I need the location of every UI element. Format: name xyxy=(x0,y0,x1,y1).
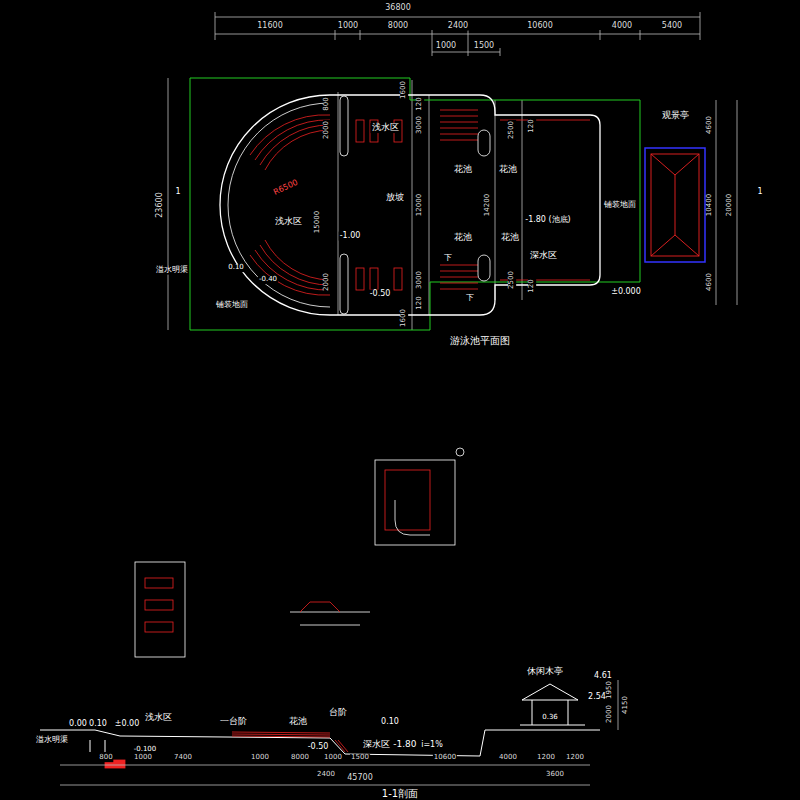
dimension-text: 1600 xyxy=(400,80,408,100)
dimension-text: 36800 xyxy=(384,4,411,13)
dimension-text: 1500 xyxy=(350,754,370,762)
dimension-text: 3000 xyxy=(416,270,424,290)
dimension-text: -0.50 xyxy=(307,743,330,752)
dimension-text: 5400 xyxy=(661,22,683,31)
dimension-text: 14200 xyxy=(484,193,492,217)
dimension-text: 4000 xyxy=(498,754,518,762)
dimension-text: 12000 xyxy=(416,193,424,217)
plan-label: 休闲木亭 xyxy=(526,667,564,677)
plan-label: 游泳池平面图 xyxy=(449,335,511,346)
plan-label: 观景亭 xyxy=(661,111,690,121)
dimension-text: 1000 xyxy=(435,42,457,51)
plan-label: 深水区 xyxy=(529,251,558,261)
dimension-text: 11600 xyxy=(256,22,283,31)
plan-label: 浅水区 xyxy=(144,713,173,723)
dimension-text: 1600 xyxy=(400,308,408,328)
dimension-text: -0.100 xyxy=(133,746,158,754)
dimension-text: 2000 xyxy=(323,272,331,292)
dimension-text: 23600 xyxy=(156,191,165,218)
dimension-text: 0.10 xyxy=(88,720,108,729)
dimension-text: 2400 xyxy=(447,22,469,31)
dimension-text: 4600 xyxy=(706,115,714,135)
dimension-text: 4.61 xyxy=(593,672,613,681)
dimension-text: 1 xyxy=(756,188,763,197)
plan-label: 1-1剖面 xyxy=(381,788,419,799)
plan-label: 花池 xyxy=(498,165,518,175)
dimension-text: 3000 xyxy=(416,115,424,135)
dimension-text: 1000 xyxy=(323,754,343,762)
dimension-text: 2500 xyxy=(508,270,516,290)
dimension-text: 1200 xyxy=(536,754,556,762)
dimension-text: 8000 xyxy=(290,754,310,762)
dimension-text: 1950 xyxy=(606,680,614,700)
dimension-text: 45700 xyxy=(346,774,373,783)
plan-label: 铺装地面 xyxy=(215,301,249,310)
dimension-text: -0.40 xyxy=(258,276,278,284)
dimension-text: 1000 xyxy=(337,22,359,31)
plan-label: 花池 xyxy=(453,165,473,175)
dimension-text: 4600 xyxy=(706,272,714,292)
plan-label: 溢水明渠 xyxy=(155,266,189,275)
dimension-text: ±0.000 xyxy=(610,288,642,297)
dimension-text: 3600 xyxy=(545,771,565,779)
dimension-text: 2.54 xyxy=(587,693,607,702)
dimension-text: 4150 xyxy=(622,695,630,715)
dimension-text: 1000 xyxy=(250,754,270,762)
dimension-text: ±0.00 xyxy=(114,720,141,729)
dimension-text: 10400 xyxy=(706,193,714,217)
dimension-text: 2000 xyxy=(323,120,331,140)
dimension-text: 120 xyxy=(528,278,536,293)
dimension-text: 1200 xyxy=(565,754,585,762)
dimension-text: 120 xyxy=(416,295,424,310)
dimension-text: 120 xyxy=(416,96,424,111)
dimension-text: 0.00 xyxy=(68,720,88,729)
dimension-text: 1500 xyxy=(473,42,495,51)
dimension-text: 0.10 xyxy=(227,264,245,272)
dimension-text: 1000 xyxy=(133,754,153,762)
plan-label: 花池 xyxy=(453,233,473,243)
plan-label: 浅水区 xyxy=(371,123,400,133)
plan-label: 花池 xyxy=(288,717,308,727)
dimension-text: 2500 xyxy=(508,120,516,140)
dimension-text: 800 xyxy=(98,754,113,762)
plan-label: -1.80 (池底) xyxy=(524,216,571,225)
plan-label: 浅水区 xyxy=(274,217,303,227)
dimension-text: 0.36 xyxy=(541,714,559,722)
dimension-text: 20000 xyxy=(726,193,734,217)
dimension-text: 8000 xyxy=(387,22,409,31)
dimension-text: 10600 xyxy=(433,754,457,762)
dimension-text: 0.10 xyxy=(380,718,400,727)
plan-label: 台阶 xyxy=(328,708,348,718)
dimension-text: 2000 xyxy=(606,704,614,724)
dimension-text: 10600 xyxy=(526,22,553,31)
dimension-text: 7400 xyxy=(173,754,193,762)
dimension-text: i=1% xyxy=(420,741,444,750)
dimension-text: 4000 xyxy=(611,22,633,31)
dimension-text: 800 xyxy=(323,96,331,111)
plan-label: 铺装地面 xyxy=(603,201,637,210)
plan-label: 花池 xyxy=(500,233,520,243)
plan-label: 下 xyxy=(443,254,453,263)
dimension-text: -0.50 xyxy=(369,290,392,299)
dimension-text: -1.00 xyxy=(339,232,362,241)
dimension-text: 120 xyxy=(528,118,536,133)
plan-label: 下 xyxy=(465,294,475,303)
plan-label: 一台阶 xyxy=(219,717,248,727)
dimension-text: 15000 xyxy=(314,210,322,234)
plan-label: 放坡 xyxy=(385,193,405,203)
dimension-text: 1 xyxy=(174,188,181,197)
dimension-text: 2400 xyxy=(316,771,336,779)
plan-label: 溢水明渠 xyxy=(35,736,69,745)
plan-label: R6500 xyxy=(271,178,300,198)
plan-label: 深水区 -1.80 xyxy=(362,740,417,750)
